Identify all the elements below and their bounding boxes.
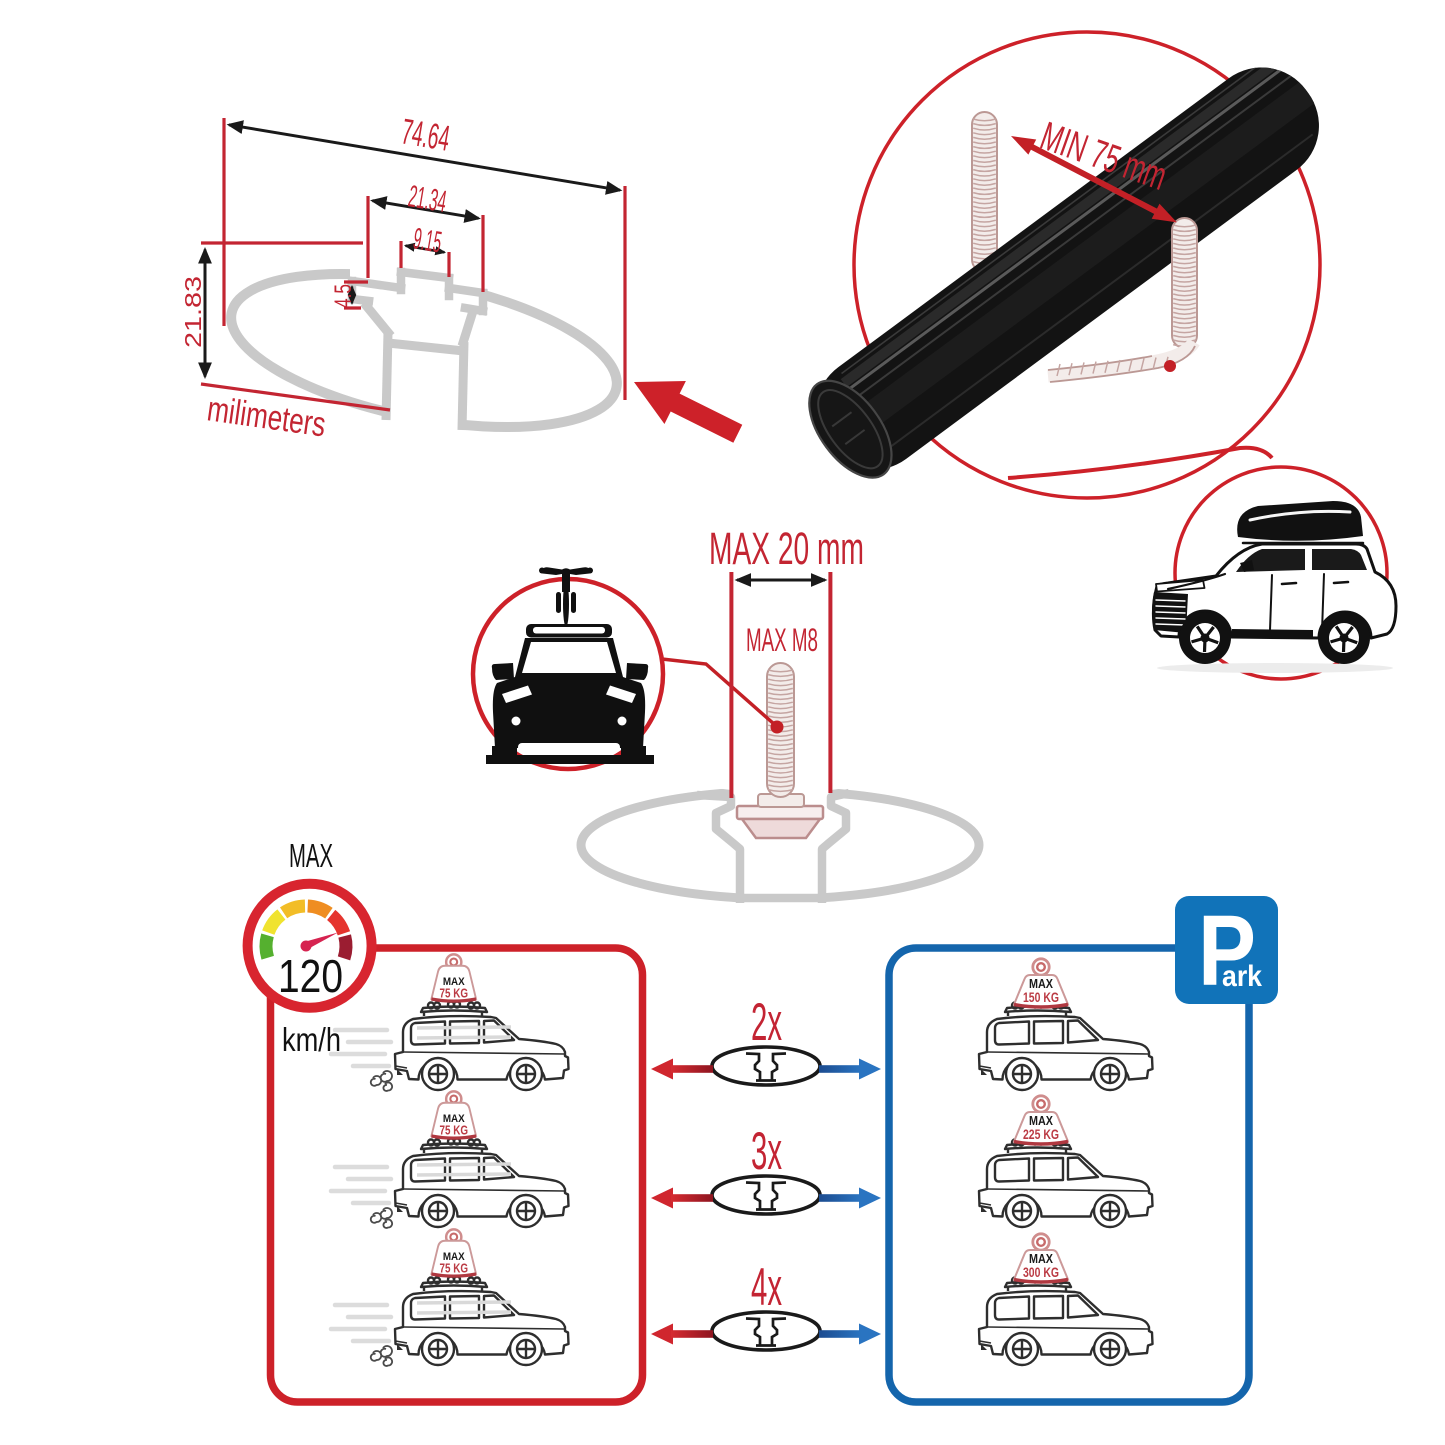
svg-text:74.64: 74.64 [399, 110, 453, 158]
svg-text:MAX: MAX [289, 837, 333, 874]
svg-text:21.34: 21.34 [406, 178, 449, 219]
svg-text:75 KG: 75 KG [440, 986, 469, 1001]
svg-text:75 KG: 75 KG [440, 1123, 469, 1138]
svg-text:150 KG: 150 KG [1023, 989, 1059, 1005]
svg-text:MAX: MAX [443, 976, 465, 988]
svg-text:P: P [1198, 895, 1256, 1007]
svg-text:MAX M8: MAX M8 [746, 622, 818, 658]
svg-text:225 KG: 225 KG [1023, 1126, 1059, 1142]
svg-text:MAX: MAX [443, 1251, 465, 1263]
svg-text:MAX: MAX [443, 1113, 465, 1125]
svg-text:MAX 20 mm: MAX 20 mm [709, 523, 864, 574]
svg-text:MAX: MAX [1029, 977, 1054, 991]
svg-text:9.15: 9.15 [411, 222, 444, 259]
svg-text:120: 120 [278, 950, 343, 1002]
svg-text:2x: 2x [751, 993, 782, 1052]
svg-text:300 KG: 300 KG [1023, 1264, 1059, 1280]
svg-text:21.83: 21.83 [180, 276, 206, 348]
svg-text:ark: ark [1222, 960, 1262, 993]
svg-text:3x: 3x [751, 1122, 782, 1181]
svg-text:MAX: MAX [1029, 1114, 1054, 1128]
svg-text:75 KG: 75 KG [440, 1261, 469, 1276]
svg-text:4.5: 4.5 [330, 284, 357, 308]
svg-text:MAX: MAX [1029, 1252, 1054, 1266]
svg-text:4x: 4x [751, 1258, 782, 1317]
